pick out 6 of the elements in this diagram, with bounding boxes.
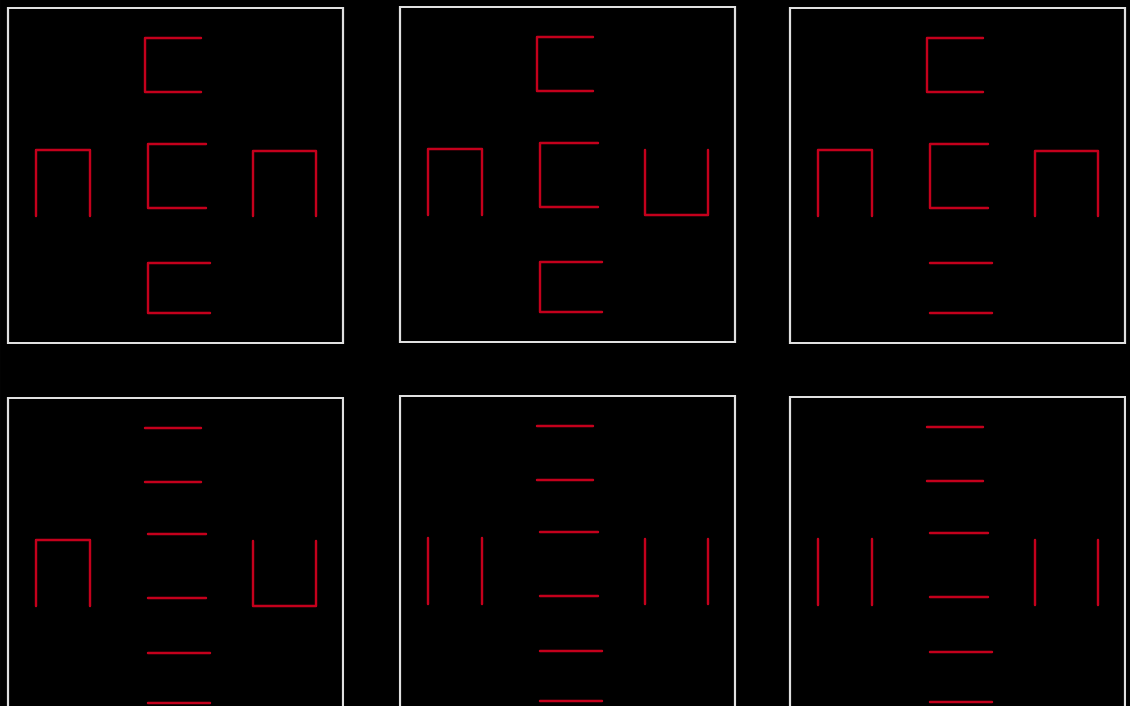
panel-frame xyxy=(788,395,1127,706)
panel-frame xyxy=(6,396,345,706)
panel-frame xyxy=(788,6,1127,345)
panel-frame xyxy=(398,5,737,344)
panel-frame xyxy=(6,6,345,345)
panel-frame xyxy=(398,394,737,706)
